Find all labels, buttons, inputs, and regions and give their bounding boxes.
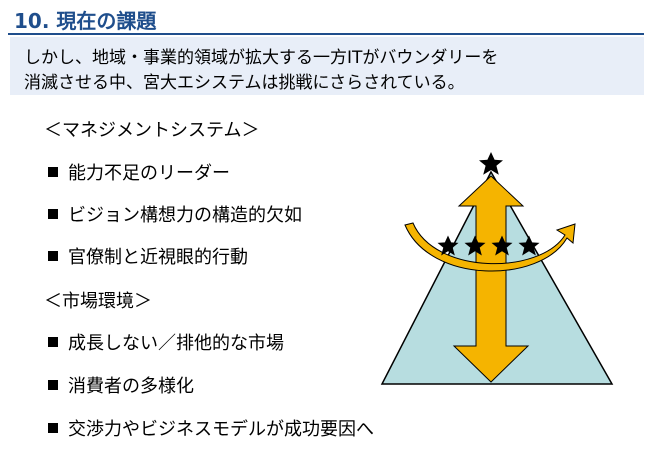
bullet-square-icon [48, 209, 58, 219]
subtitle-box: しかし、地域・事業的領域が拡大する一方ITがバウンダリーを 消滅させる中、宮大エ… [10, 37, 644, 95]
subtitle-line-1: しかし、地域・事業的領域が拡大する一方ITがバウンダリーを [24, 48, 499, 68]
bullet-square-icon [48, 337, 58, 347]
bullet-item: 交渉力やビジネスモデルが成功要因へ [48, 415, 374, 441]
bullet-square-icon [48, 167, 58, 177]
slide-title: 10. 現在の課題 [14, 9, 157, 33]
bullet-item: ビジョン構想力の構造的欠如 [48, 201, 302, 227]
subtitle-line-2: 消滅させる中、宮大エシステムは挑戦にさらされている。 [24, 73, 465, 93]
bullet-square-icon [48, 251, 58, 261]
bullet-text: 成長しない／排他的な市場 [68, 333, 284, 354]
bullet-square-icon [48, 423, 58, 433]
star-icon [518, 235, 540, 256]
bullet-item: 成長しない／排他的な市場 [48, 329, 284, 355]
bullet-item: 能力不足のリーダー [48, 159, 230, 185]
bullet-item: 消費者の多様化 [48, 372, 194, 398]
curved-arrow [404, 222, 576, 272]
bullet-text: ビジョン構想力の構造的欠如 [68, 205, 302, 226]
bullet-square-icon [48, 380, 58, 390]
section-heading-market: ＜市場環境＞ [44, 291, 152, 312]
star-icon [479, 152, 503, 175]
bullet-item: 官僚制と近視眼的行動 [48, 243, 248, 269]
vertical-double-arrow [452, 175, 530, 383]
bullet-text: 交渉力やビジネスモデルが成功要因へ [68, 419, 374, 440]
pyramid-diagram [380, 152, 614, 385]
title-bar: 10. 現在の課題 [8, 3, 644, 35]
bullet-text: 消費者の多様化 [68, 376, 194, 397]
section-heading-management: ＜マネジメントシステム＞ [44, 120, 260, 141]
star-icon [437, 235, 459, 256]
star-icon [464, 235, 486, 256]
star-icon [491, 235, 513, 256]
bullet-text: 能力不足のリーダー [68, 163, 230, 184]
bullet-text: 官僚制と近視眼的行動 [68, 247, 248, 268]
